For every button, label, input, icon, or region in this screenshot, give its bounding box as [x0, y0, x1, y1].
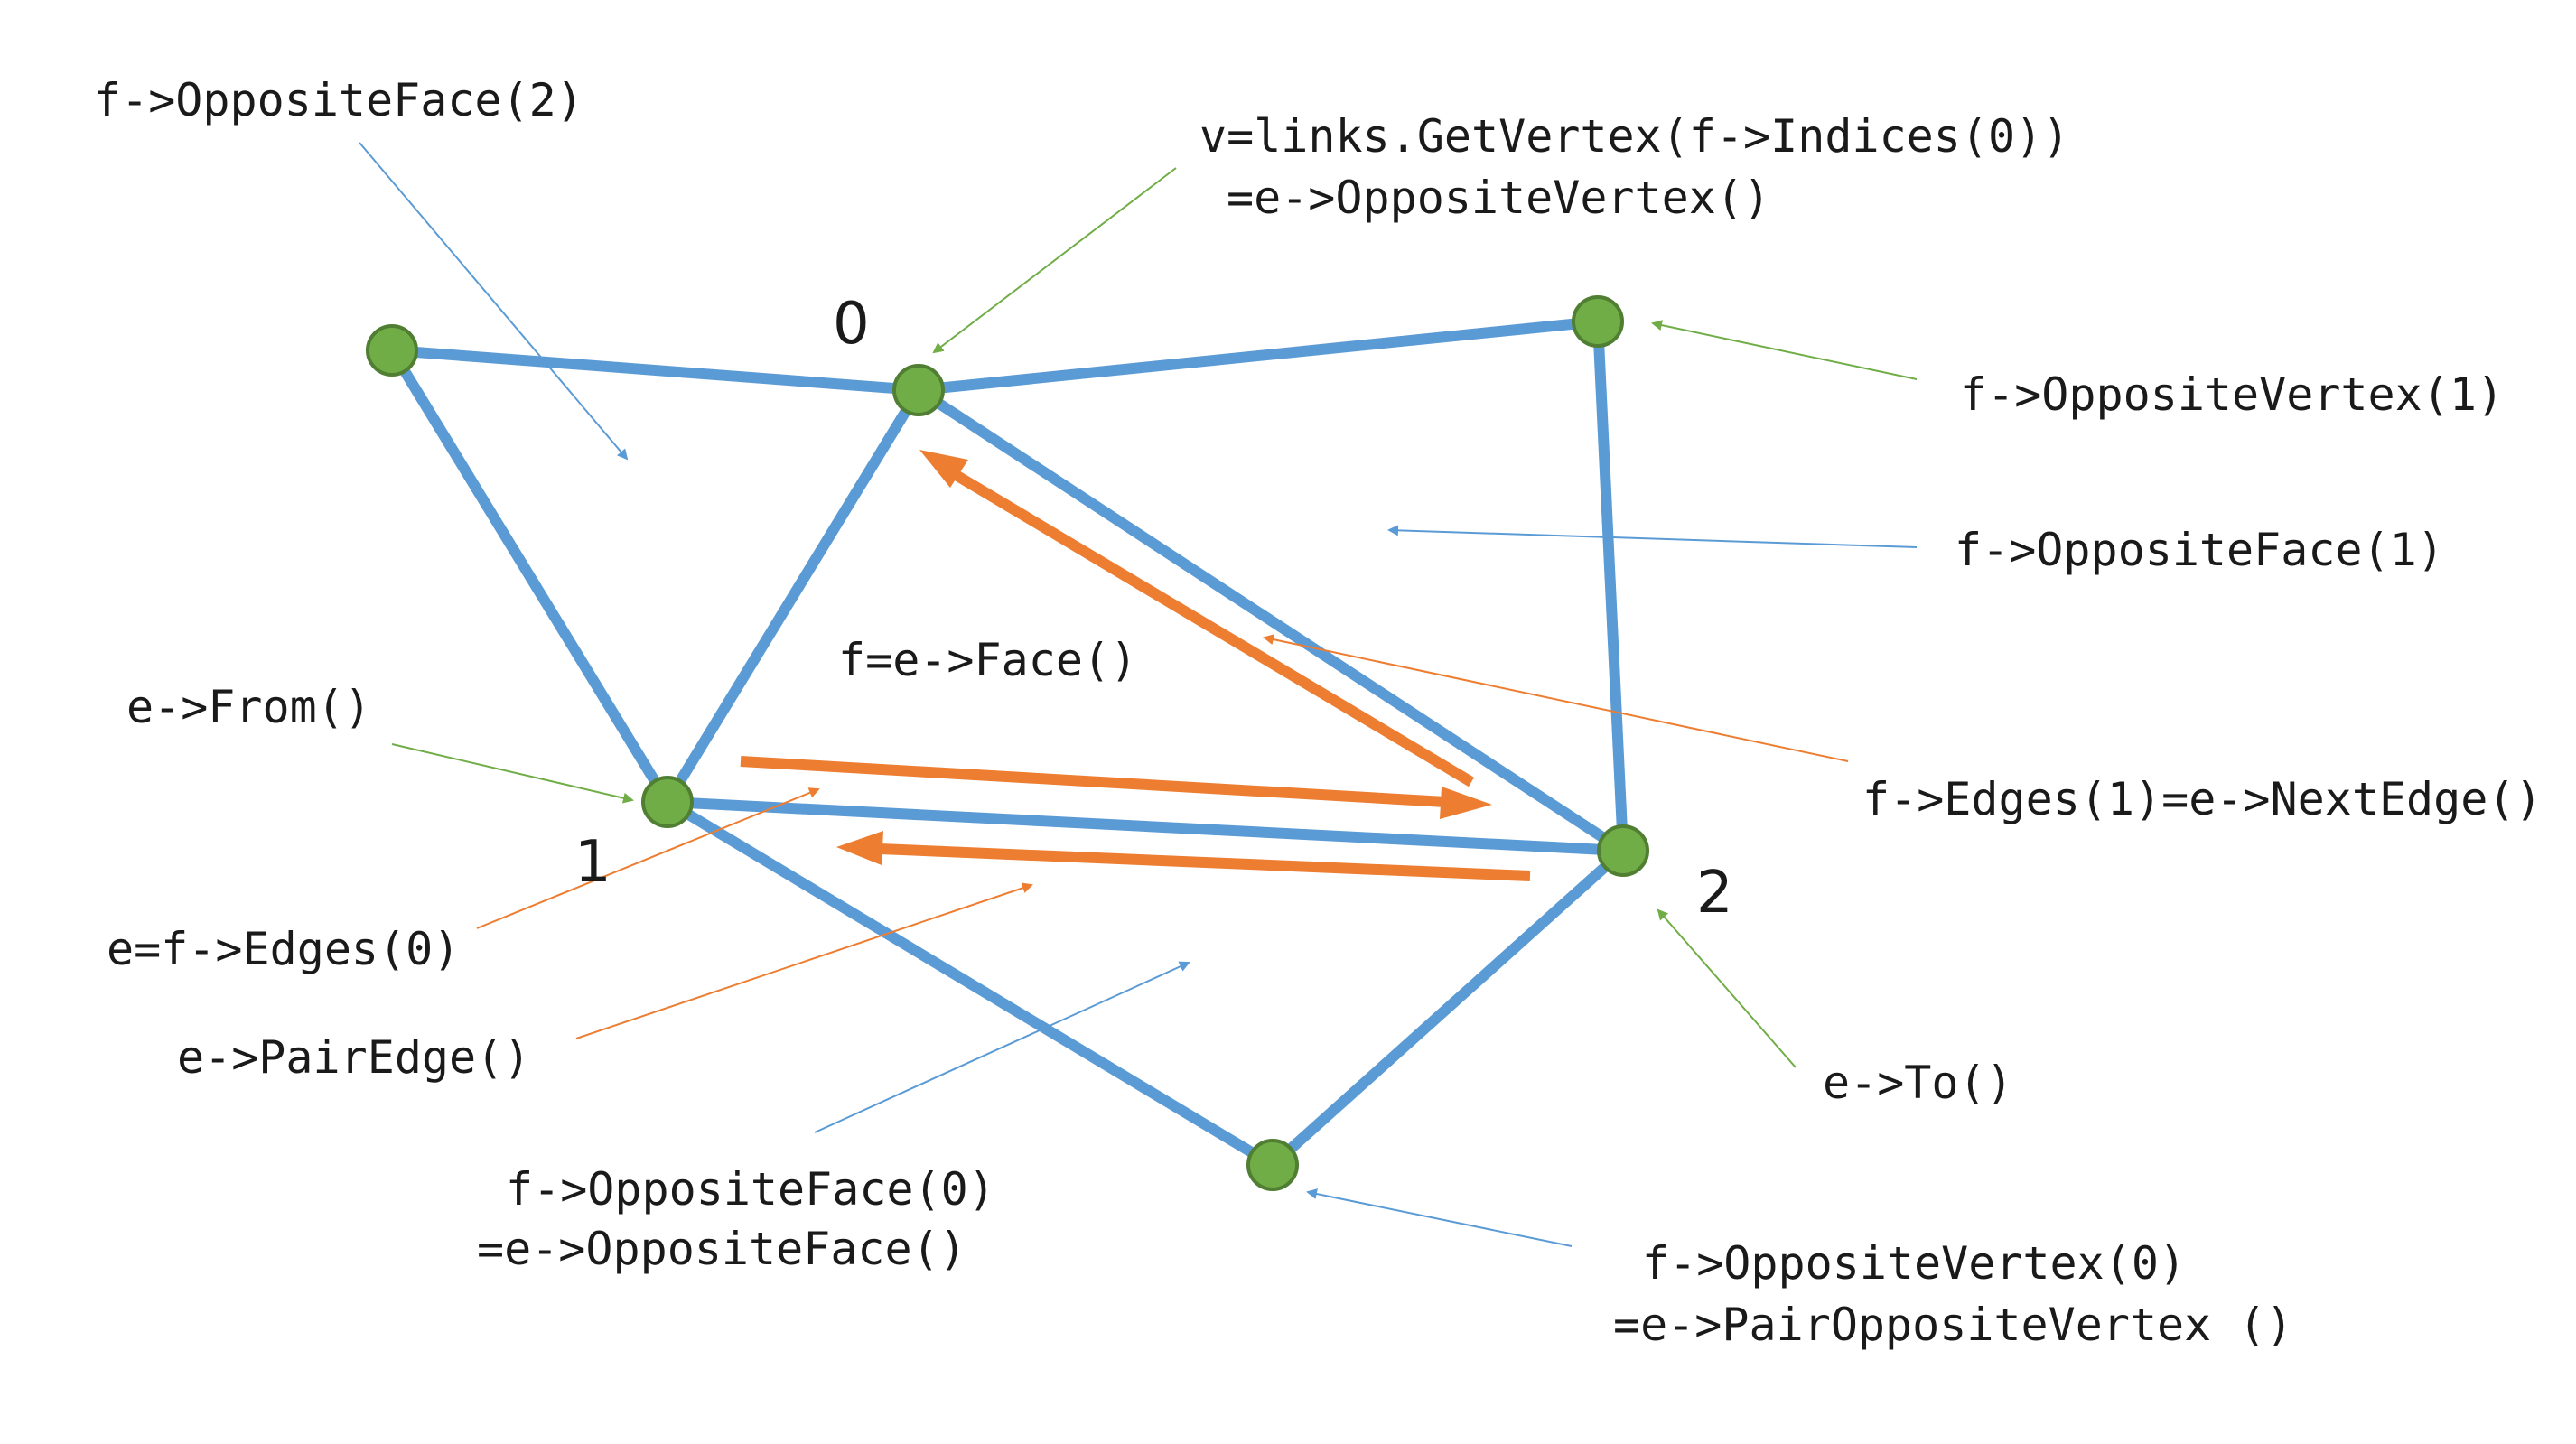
label-get-vertex-line1: v=links.GetVertex(f->Indices(0)): [1199, 110, 2069, 163]
mesh-edges: [387, 316, 1629, 1170]
label-opposite-vertex-0-line2: =e->PairOppositeVertex (): [1613, 1299, 2293, 1351]
label-from: e->From(): [126, 681, 371, 733]
vertex-top-right: [1572, 295, 1624, 348]
leader-get-vertex: [932, 167, 1177, 354]
leader-opposite-vertex-0: [1306, 1188, 1573, 1247]
half-edge-v1-v2: [740, 756, 1446, 807]
leader-opposite-face-2: [359, 142, 629, 461]
edge-v0-v2: [913, 385, 1629, 856]
label-opposite-face-1: f->OppositeFace(1): [1955, 524, 2444, 576]
edge-tr-v2: [1592, 316, 1629, 856]
leader-opposite-vertex-1: [1651, 320, 1918, 380]
code-annotations: f->OppositeFace(2) v=links.GetVertex(f->…: [94, 74, 2543, 1351]
leader-next-edge: [1263, 634, 1849, 762]
label-opposite-face-2: f->OppositeFace(2): [94, 74, 583, 126]
vertex-index-labels: 0 1 2: [574, 291, 1733, 927]
half-edge-v2-v1: [879, 843, 1531, 881]
leader-opposite-face-1: [1387, 525, 1918, 548]
label-edges-0: e=f->Edges(0): [107, 923, 460, 975]
edge-v2-bottom: [1267, 845, 1629, 1170]
vertex-bottom: [1246, 1139, 1299, 1191]
half-edge-v2-v0: [954, 470, 1475, 787]
half-edge-v2-v1-head: [836, 831, 883, 865]
edge-v0-v1: [662, 385, 924, 807]
edge-v1-v2: [662, 797, 1629, 856]
leader-from: [391, 743, 634, 804]
edge-tl-v1: [387, 345, 673, 807]
label-opposite-vertex-1: f->OppositeVertex(1): [1960, 368, 2504, 421]
label-opposite-face-0-line1: f->OppositeFace(0): [506, 1163, 995, 1216]
label-pair-edge: e->PairEdge(): [177, 1031, 530, 1084]
vertices: [366, 295, 1649, 1191]
leader-arrows: [359, 142, 1918, 1247]
half-edge-v1-v2-head: [1440, 787, 1492, 819]
vertex-2: [1597, 824, 1649, 877]
half-edge-arrows: [740, 450, 1531, 881]
vertex-0-index: 0: [833, 291, 870, 358]
leader-to: [1657, 908, 1797, 1068]
label-to: e->To(): [1823, 1057, 2013, 1109]
vertex-0: [892, 364, 945, 416]
vertex-1: [641, 776, 694, 828]
leader-pair-edge: [575, 882, 1033, 1039]
leader-edges-0: [476, 787, 820, 929]
label-opposite-vertex-0-line1: f->OppositeVertex(0): [1642, 1237, 2186, 1290]
edge-tl-v0: [387, 345, 924, 396]
vertex-top-left: [366, 324, 418, 377]
edge-v0-tr: [913, 316, 1603, 396]
vertex-1-index: 1: [574, 829, 611, 896]
leader-opposite-face-0: [814, 961, 1190, 1133]
label-face: f=e->Face(): [838, 634, 1137, 686]
label-get-vertex-line2: =e->OppositeVertex(): [1227, 172, 1770, 224]
label-next-edge: f->Edges(1)=e->NextEdge(): [1862, 773, 2543, 825]
vertex-2-index: 2: [1696, 860, 1733, 927]
label-opposite-face-0-line2: =e->OppositeFace(): [477, 1223, 966, 1275]
edge-v1-bottom: [662, 797, 1278, 1170]
half-edge-v2-v0-head: [919, 450, 968, 488]
